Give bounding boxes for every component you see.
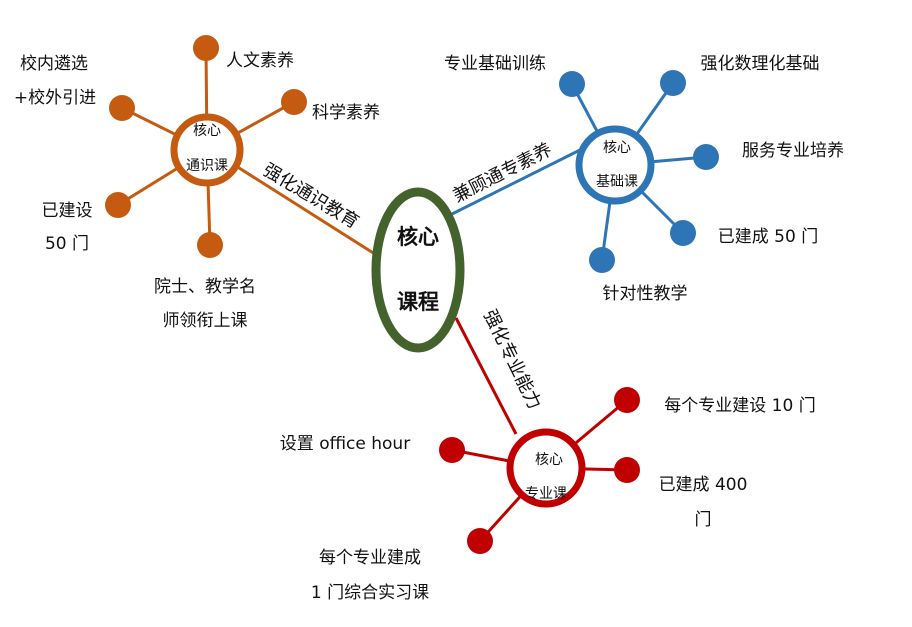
foundation-hub <box>575 125 655 205</box>
leaf-label: 强化数理化基础 <box>701 54 820 74</box>
major-hub-line2: 专业课 <box>525 486 567 502</box>
general-hub-line1: 核心 <box>193 123 221 139</box>
leaf-dot <box>105 192 131 218</box>
leaf-dot <box>589 247 615 273</box>
leaf-label: 50 门 <box>45 234 89 254</box>
connector-major <box>454 317 518 435</box>
leaf-label: 师领衔上课 <box>163 311 248 331</box>
leaf-dot <box>614 387 640 413</box>
connector-foundation <box>451 148 581 216</box>
foundation-hub-line2: 基础课 <box>596 173 638 190</box>
general-hub <box>170 113 244 187</box>
foundation-hub-line1: 核心 <box>603 140 631 156</box>
leaf-dot <box>660 70 686 96</box>
leaf-label: 针对性教学 <box>603 284 688 304</box>
leaf-dot <box>467 528 493 554</box>
connector-label-general: 强化通识教育 <box>259 159 362 233</box>
general-leaf-dots <box>105 35 307 258</box>
major-hub-line1: 核心 <box>535 452 563 468</box>
leaf-label: 已建成 50 门 <box>718 227 818 247</box>
leaf-label: 1 门综合实习课 <box>311 583 429 603</box>
leaf-label: 院士、教学名 <box>154 277 256 297</box>
leaf-dot <box>670 220 696 246</box>
connector-label-foundation: 兼顾通专素养 <box>450 139 556 207</box>
leaf-dot <box>109 95 135 121</box>
connector-general <box>235 164 379 258</box>
leaf-dot <box>281 89 307 115</box>
leaf-label: 专业基础训练 <box>444 54 546 74</box>
leaf-dot <box>439 437 465 463</box>
leaf-label: 服务专业培养 <box>742 141 844 161</box>
leaf-label: 校内遴选 <box>20 54 88 74</box>
leaf-label: 人文素养 <box>226 51 294 71</box>
center-node <box>371 187 465 353</box>
leaf-label: 门 <box>695 510 712 530</box>
foundation-leaf-dots <box>559 70 719 273</box>
leaf-dot <box>197 232 223 258</box>
major-hub <box>506 428 586 508</box>
leaf-label: 已建设 <box>42 201 93 221</box>
leaf-label: 科学素养 <box>312 103 380 123</box>
leaf-dot <box>559 71 585 97</box>
leaf-label: 已建成 400 <box>659 475 748 495</box>
center-line1: 核心 <box>397 225 439 249</box>
leaf-label: 每个专业建成 <box>319 548 421 568</box>
general-hub-line2: 通识课 <box>186 158 228 174</box>
connector-label-major: 强化专业能力 <box>479 306 545 412</box>
center-line2: 课程 <box>397 290 439 314</box>
leaf-label: 设置 office hour <box>280 434 410 454</box>
leaf-dot <box>193 35 219 61</box>
leaf-label: 每个专业建设 10 门 <box>664 396 815 416</box>
major-leaf-dots <box>439 387 640 554</box>
leaf-label: +校外引进 <box>14 88 96 108</box>
leaf-dot <box>693 144 719 170</box>
leaf-dot <box>614 457 640 483</box>
